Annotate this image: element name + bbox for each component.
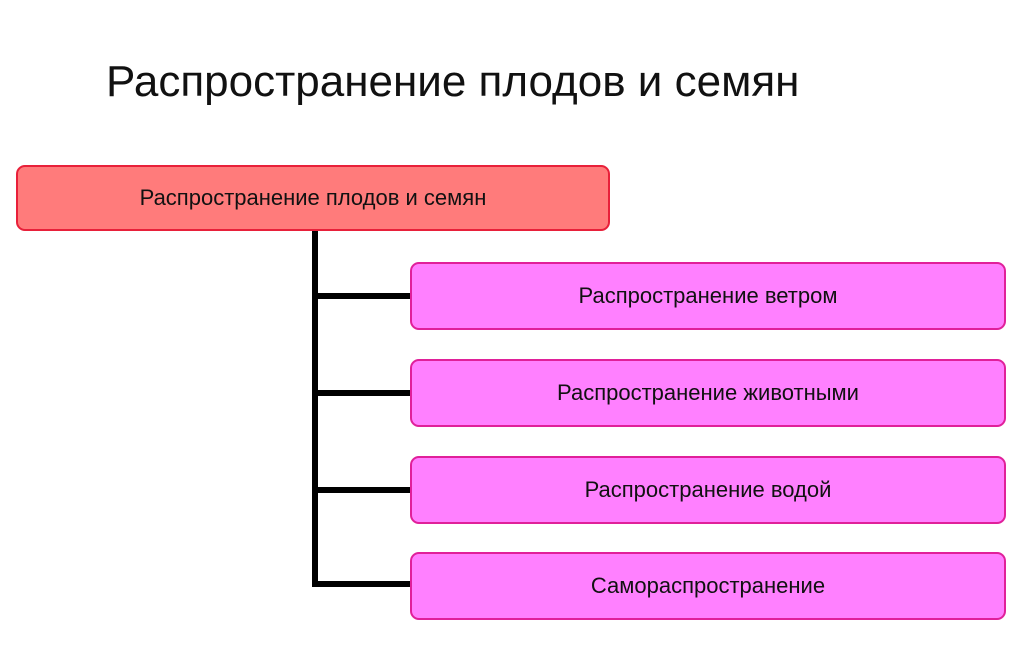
child-node-label: Распространение ветром [578,283,838,308]
connector-branch-wind [312,293,412,299]
connector-branch-water [312,487,412,493]
child-node-water: Распространение водой [410,456,1006,524]
slide-title: Распространение плодов и семян [106,57,800,106]
connector-branch-self [312,581,412,587]
child-node-label: Распространение животными [557,380,859,405]
child-node-animals: Распространение животными [410,359,1006,427]
root-node: Распространение плодов и семян [16,165,610,231]
child-node-self: Самораспространение [410,552,1006,620]
connector-branch-animals [312,390,412,396]
child-node-wind: Распространение ветром [410,262,1006,330]
child-node-label: Самораспространение [590,573,826,598]
connector-trunk [312,231,318,587]
child-node-label: Распространение водой [584,477,832,502]
root-node-label: Распространение плодов и семян [139,185,487,210]
